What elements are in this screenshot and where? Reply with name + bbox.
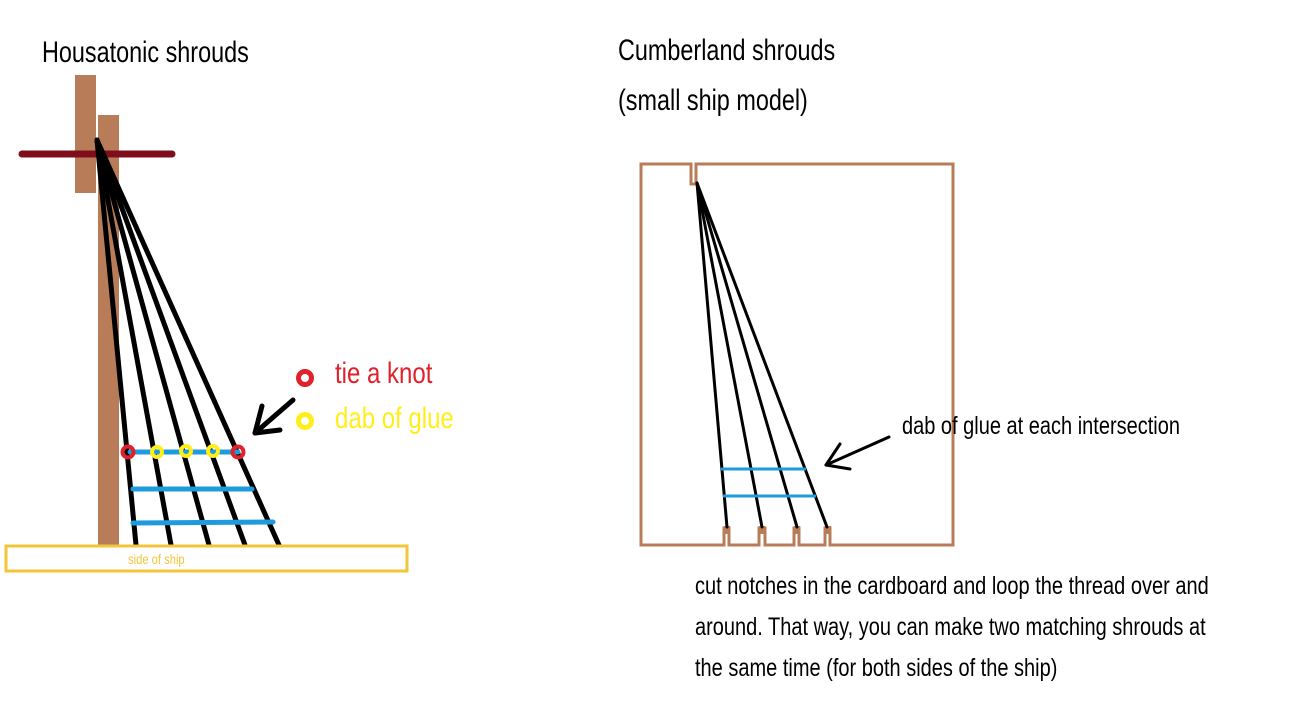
notch <box>724 526 730 534</box>
notch <box>759 526 765 534</box>
title-housatonic: Housatonic shrouds <box>42 36 249 69</box>
glue-marker <box>150 445 164 459</box>
mast-lower <box>75 75 96 193</box>
arrow-icon <box>252 397 296 436</box>
notch <box>794 526 800 534</box>
notches <box>724 526 831 534</box>
title-cumberland: Cumberland shrouds <box>618 34 836 67</box>
ratlines-left <box>127 449 276 526</box>
knot-marker <box>230 444 246 460</box>
shroud-line <box>94 137 174 548</box>
legend-knot-icon <box>296 369 314 387</box>
shroud-line <box>94 137 282 548</box>
caption-line: cut notches in the cardboard and loop th… <box>695 572 1209 600</box>
legend-glue-icon <box>296 412 314 430</box>
notch <box>825 526 831 534</box>
legend-glue-label: dab of glue <box>335 402 454 435</box>
ratlines-right <box>721 467 816 498</box>
shrouds-right <box>695 181 829 529</box>
shroud-line <box>695 181 829 529</box>
shrouds-left <box>94 137 282 548</box>
shroud-line <box>94 137 248 548</box>
knot-marker <box>120 444 136 460</box>
legend-knot-label: tie a knot <box>335 357 433 390</box>
glue-annotation: dab of glue at each intersection <box>902 412 1180 440</box>
caption-line: around. That way, you can make two match… <box>695 613 1206 641</box>
arrow-icon <box>824 435 891 471</box>
side-of-ship <box>4 544 409 573</box>
side-of-ship-label: side of ship <box>128 551 185 567</box>
caption-line: the same time (for both sides of the shi… <box>695 654 1058 682</box>
glue-marker <box>179 444 193 458</box>
shroud-line <box>94 137 139 548</box>
shroud-line <box>94 137 212 548</box>
subtitle-cumberland: (small ship model) <box>618 84 808 117</box>
shroud-line <box>695 181 764 529</box>
cardboard-frame <box>639 162 955 547</box>
ratline <box>130 519 276 526</box>
glue-marker <box>206 444 220 458</box>
